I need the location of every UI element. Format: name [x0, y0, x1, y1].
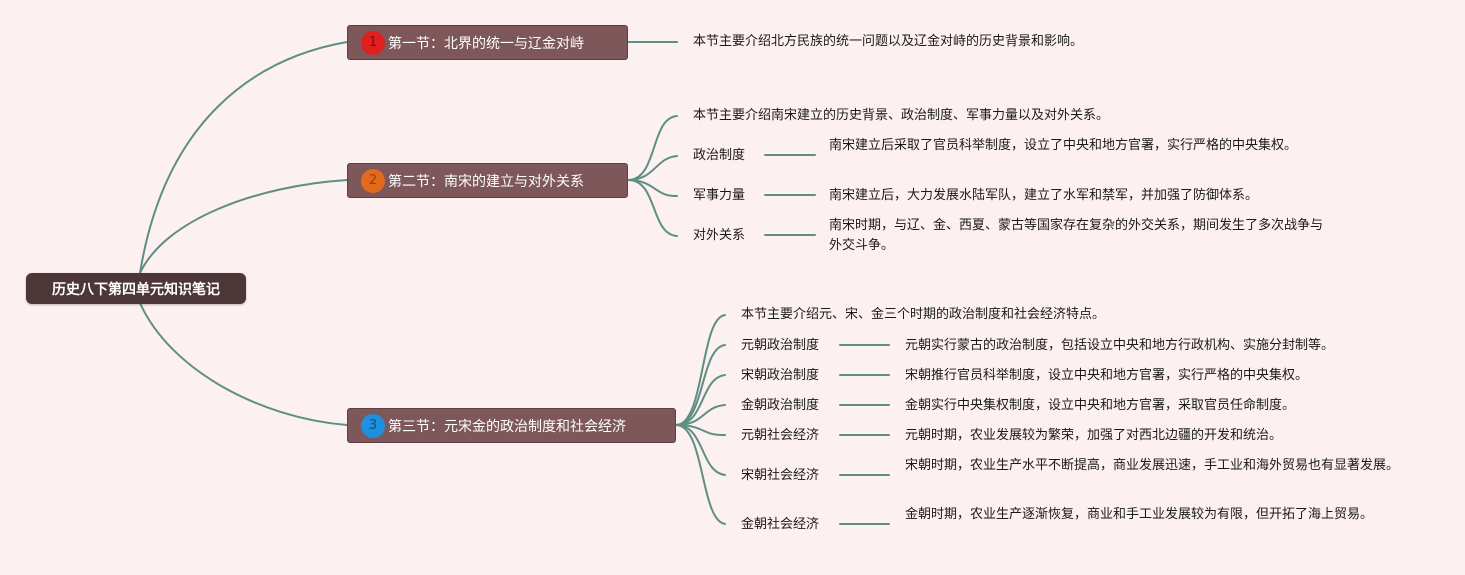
- section-3-title: 第三节：元宋金的政治制度和社会经济: [388, 418, 626, 435]
- root-title: 历史八下第四单元知识笔记: [52, 281, 220, 298]
- topic-detail-金朝政治制度[interactable]: 金朝实行中央集权制度，设立中央和地方官署，采取官员任命制度。: [905, 398, 1296, 413]
- section-2-summary[interactable]: 本节主要介绍南宋建立的历史背景、政治制度、军事力量以及对外关系。: [693, 108, 1110, 123]
- link-root-section1: [139, 41, 348, 274]
- link-section2-topic3: [627, 179, 678, 237]
- topic-detail-宋朝政治制度[interactable]: 宋朝推行官员科举制度，设立中央和地方官署，实行严格的中央集权。: [905, 368, 1309, 383]
- number-2-badge-icon: 2: [361, 168, 385, 193]
- link-section3-topic1: [675, 344, 726, 426]
- topic-label-金朝政治制度[interactable]: 金朝政治制度: [741, 398, 820, 413]
- section-2-node[interactable]: 2 第二节：南宋的建立与对外关系: [347, 163, 628, 198]
- topic-label-元朝社会经济[interactable]: 元朝社会经济: [741, 428, 820, 443]
- root-topic[interactable]: 历史八下第四单元知识笔记: [26, 273, 246, 304]
- section-1-node[interactable]: 1 第一节：北界的统一与辽金对峙: [347, 25, 628, 60]
- topic-label-金朝社会经济[interactable]: 金朝社会经济: [741, 517, 820, 532]
- topic-detail-军事力量[interactable]: 南宋建立后，大力发展水陆军队，建立了水军和禁军，并加强了防御体系。: [829, 188, 1259, 203]
- section-3-summary[interactable]: 本节主要介绍元、宋、金三个时期的政治制度和社会经济特点。: [741, 307, 1106, 322]
- link-section3-summary: [675, 314, 726, 426]
- topic-label-宋朝政治制度[interactable]: 宋朝政治制度: [741, 368, 820, 383]
- topic-detail-金朝社会经济[interactable]: 金朝时期，农业生产逐渐恢复，商业和手工业发展较为有限，但开拓了海上贸易。: [905, 507, 1374, 522]
- topic-detail-元朝政治制度[interactable]: 元朝实行蒙古的政治制度，包括设立中央和地方行政机构、实施分封制等。: [905, 338, 1335, 353]
- link-section2-summary: [627, 115, 678, 181]
- section-2-title: 第二节：南宋的建立与对外关系: [388, 173, 584, 190]
- section-1-summary[interactable]: 本节主要介绍北方民族的统一问题以及辽金对峙的历史背景和影响。: [693, 34, 1084, 49]
- number-3-badge-icon: 3: [361, 413, 385, 438]
- topic-detail-政治制度[interactable]: 南宋建立后采取了官员科举制度，设立了中央和地方官署，实行严格的中央集权。: [829, 138, 1298, 153]
- link-root-section3: [139, 302, 348, 426]
- topic-detail-对外关系[interactable]: 南宋时期，与辽、金、西夏、蒙古等国家存在复杂的外交关系，期间发生了多次战争与外交…: [829, 218, 1324, 253]
- link-root-section2: [139, 179, 348, 274]
- topic-label-对外关系[interactable]: 对外关系: [693, 228, 746, 243]
- link-section3-topic5: [675, 424, 726, 476]
- link-section2-topic1: [627, 155, 678, 181]
- topic-detail-元朝社会经济[interactable]: 元朝时期，农业发展较为繁荣，加强了对西北边疆的开发和统治。: [905, 428, 1283, 443]
- topic-label-宋朝社会经济[interactable]: 宋朝社会经济: [741, 468, 820, 483]
- topic-label-元朝政治制度[interactable]: 元朝政治制度: [741, 338, 820, 353]
- section-1-title: 第一节：北界的统一与辽金对峙: [388, 35, 584, 52]
- number-1-badge-icon: 1: [361, 30, 385, 55]
- link-section3-topic6: [675, 424, 726, 525]
- link-section2-topic2: [627, 179, 678, 198]
- topic-label-政治制度[interactable]: 政治制度: [693, 148, 746, 163]
- topic-detail-宋朝社会经济[interactable]: 宋朝时期，农业生产水平不断提高，商业发展迅速，手工业和海外贸易也有显著发展。: [905, 458, 1400, 473]
- section-3-node[interactable]: 3 第三节：元宋金的政治制度和社会经济: [347, 408, 676, 443]
- topic-label-军事力量[interactable]: 军事力量: [693, 188, 746, 203]
- link-section3-topic2: [675, 374, 726, 426]
